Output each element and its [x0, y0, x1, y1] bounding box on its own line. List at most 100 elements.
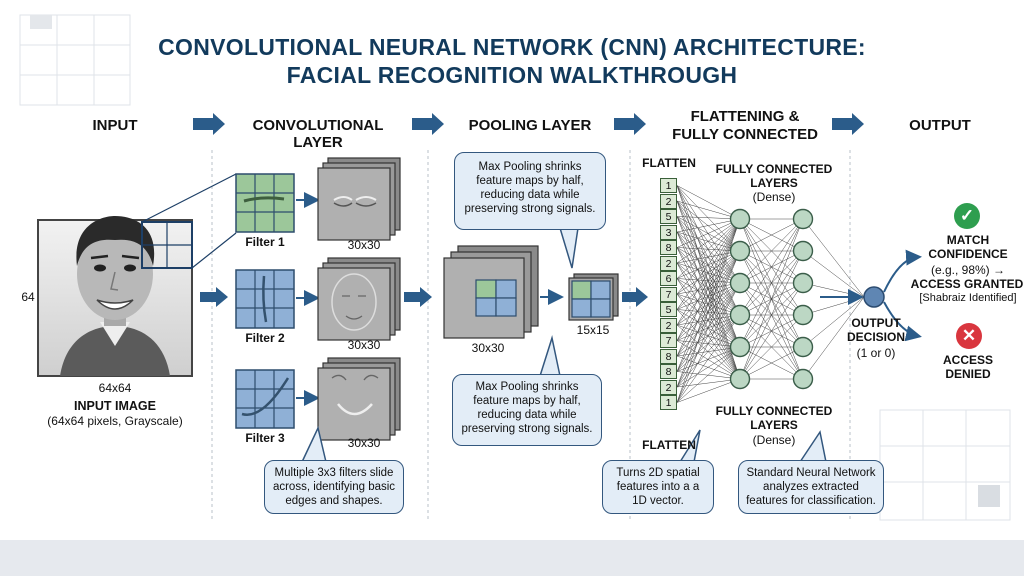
fc-connection [676, 293, 741, 348]
fc-node [792, 208, 814, 230]
fc-connection [739, 218, 804, 284]
fc-node [792, 272, 814, 294]
fc-connection [676, 309, 741, 348]
map-2-size: 30x30 [347, 338, 381, 352]
fc-connection [676, 262, 741, 284]
fc-connection [676, 340, 741, 348]
fc-note: Standard Neural Network analyzes extract… [738, 460, 884, 514]
section-output: OUTPUT [909, 117, 971, 134]
fc-connection [676, 216, 741, 348]
fc-connection [676, 250, 741, 264]
fc-connection [676, 282, 741, 326]
section-input: INPUT [92, 117, 138, 134]
output-decision-title: OUTPUT DECISION [846, 316, 905, 344]
fc-connection [676, 282, 741, 295]
filter-2-label: Filter 2 [245, 331, 285, 345]
fc-connection [676, 216, 741, 220]
fc-connection [676, 262, 741, 348]
fc-title-bottom: FULLY CONNECTED LAYERS [715, 404, 833, 432]
fc-connection [676, 355, 741, 380]
fc-connection [802, 296, 865, 348]
map-3-size: 30x30 [347, 436, 381, 450]
fc-connection [739, 218, 804, 252]
fc-nodes [729, 208, 814, 390]
check-icon: ✓ [954, 203, 980, 229]
fc-connection [802, 296, 865, 380]
flatten-cell: 3 [660, 224, 677, 240]
conv-note: Multiple 3x3 filters slide across, ident… [264, 460, 404, 514]
fc-connection [739, 346, 804, 380]
cross-icon: ✕ [956, 323, 982, 349]
header-arrows [193, 113, 864, 135]
input-size-left: 64 [21, 290, 35, 304]
fc-node [729, 208, 751, 230]
feature-map-stack-1 [317, 157, 401, 241]
output-decision-sub: (1 or 0) [856, 346, 896, 360]
fc-connection [676, 346, 741, 357]
pooled-map [568, 273, 619, 321]
flatten-cell: 2 [660, 193, 677, 209]
fc-connection [676, 200, 741, 252]
filter-1-grid [235, 173, 295, 233]
fc-connection [676, 278, 741, 316]
section-pool: POOLING LAYER [468, 117, 592, 134]
match-confidence-sub: (e.g., 98%) → [930, 263, 1006, 277]
fc-connection [676, 314, 741, 388]
access-granted-label: ACCESS GRANTED [910, 277, 1024, 291]
map-1-size: 30x30 [347, 238, 381, 252]
fc-connection [676, 185, 741, 220]
flatten-cell: 2 [660, 379, 677, 395]
flatten-cell: 6 [660, 271, 677, 286]
bottom-band [0, 540, 1024, 576]
section-flatten-1: FLATTENING & [690, 108, 800, 125]
fc-connection [739, 250, 804, 380]
fc-connection [676, 293, 741, 380]
fc-connection [676, 324, 741, 380]
fc-connection [676, 185, 741, 284]
pool-note-top: Max Pooling shrinks feature maps by half… [454, 152, 606, 230]
fc-node [729, 368, 751, 390]
flatten-label-top: FLATTEN [642, 156, 696, 170]
fc-connection [676, 340, 741, 380]
arrow-pool-flatten [622, 287, 648, 307]
fc-node [792, 336, 814, 358]
feature-map-stack-2 [317, 257, 401, 341]
fc-node [729, 304, 751, 326]
fc-connection [676, 262, 741, 316]
flatten-cell: 1 [660, 395, 677, 410]
filter-1-label: Filter 1 [245, 235, 285, 249]
input-size-bottom: 64x64 [98, 381, 132, 395]
fc-node [792, 304, 814, 326]
fc-connection [676, 309, 741, 316]
fc-connection [676, 200, 741, 348]
pooling-stack [443, 245, 539, 339]
bubble-tails [301, 227, 827, 463]
fc-sub-bottom: (Dense) [752, 433, 796, 447]
filter-3-grid [235, 369, 295, 429]
fc-connection [676, 324, 741, 348]
filter-2-grid [235, 269, 295, 329]
flatten-cell: 7 [660, 333, 677, 348]
identified-label: [Shabraiz Identified] [919, 292, 1017, 304]
fc-connection [676, 278, 741, 284]
filter-map-arrows [296, 192, 320, 406]
fc-connection [676, 218, 741, 310]
fc-connection [676, 378, 741, 403]
fc-title-top: FULLY CONNECTED LAYERS [715, 162, 833, 190]
input-caption-sub: (64x64 pixels, Grayscale) [47, 414, 183, 428]
fc-connection [676, 282, 741, 388]
fc-connection [676, 278, 741, 380]
fc-connection [676, 314, 741, 357]
fc-connection [676, 247, 741, 252]
flatten-cell: 8 [660, 364, 677, 379]
fc-connection [676, 218, 741, 295]
fc-connection [676, 314, 741, 341]
flatten-cell: 1 [660, 178, 677, 193]
fc-connection [676, 262, 741, 380]
match-confidence-title: MATCH CONFIDENCE [928, 233, 1008, 261]
page-title-line2: FACIAL RECOGNITION WALKTHROUGH [286, 62, 738, 88]
arrow-granted [883, 249, 922, 293]
flatten-cell: 7 [660, 286, 677, 302]
fc-connection [676, 200, 741, 316]
fc-connection [676, 231, 741, 316]
